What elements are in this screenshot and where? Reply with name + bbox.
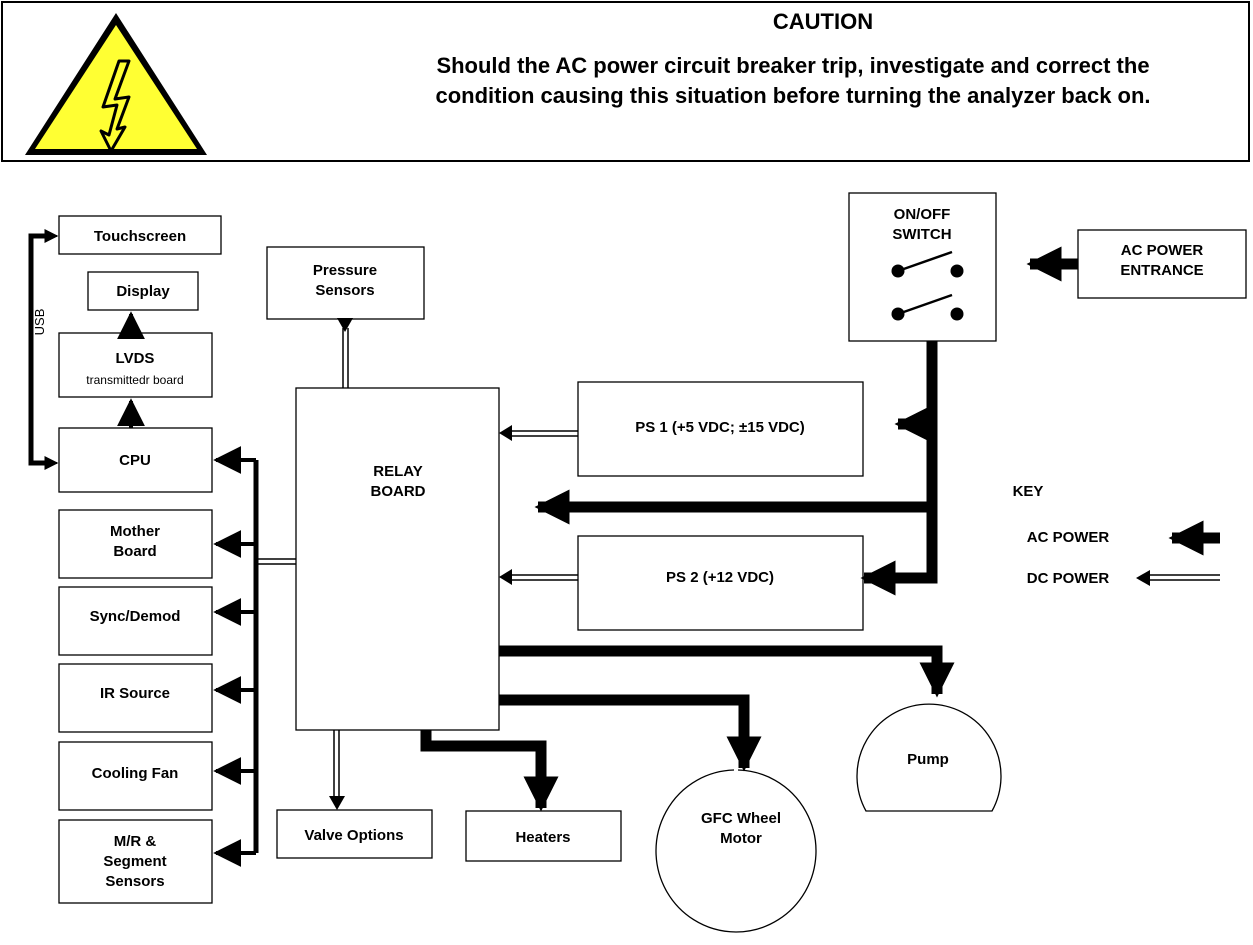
caution-message: Should the AC power circuit breaker trip… [333, 51, 1253, 111]
heaters-box [465, 810, 622, 862]
ps2-box [577, 535, 864, 631]
heaters-label: Heaters [515, 829, 570, 846]
pump-outline [856, 703, 1002, 812]
switch-box [848, 192, 997, 342]
touchscreen-box [58, 215, 222, 255]
ac-entrance-label-2: ENTRANCE [1120, 262, 1203, 279]
mother-board-label-2: Board [113, 543, 156, 560]
ac-entrance-box [1077, 229, 1247, 299]
switch-label-1: ON/OFF [894, 206, 951, 223]
caution-line-1: Should the AC power circuit breaker trip… [436, 53, 1150, 78]
caution-line-2: condition causing this situation before … [435, 83, 1151, 108]
relay-board-label-2: BOARD [371, 483, 426, 500]
sync-demod-label: Sync/Demod [90, 608, 181, 625]
relay-board-label-1: RELAY [373, 463, 422, 480]
pressure-sensors-label-2: Sensors [315, 282, 374, 299]
mother-board-label-1: Mother [110, 523, 160, 540]
gfc-motor-label-1: GFC Wheel [701, 810, 781, 827]
valve-options-label: Valve Options [304, 827, 403, 844]
relay-board-box [295, 387, 500, 731]
ps1-label: PS 1 (+5 VDC; ±15 VDC) [635, 419, 805, 436]
gfc-motor-outline [655, 769, 817, 933]
ac-to-pump [499, 645, 943, 668]
cpu-label: CPU [119, 452, 151, 469]
dc-arrow-ps1 [499, 425, 512, 441]
switch-label-2: SWITCH [892, 226, 951, 243]
display-label: Display [116, 283, 170, 300]
ac-entrance-label-1: AC POWER [1121, 242, 1204, 259]
caution-title: CAUTION [772, 9, 874, 34]
usb-label: USB [32, 309, 47, 336]
dc-arrow-pressure [337, 318, 353, 332]
ps1-box [577, 381, 864, 477]
lvds-box [58, 332, 213, 398]
pressure-sensors-box [266, 246, 425, 320]
key-dc-arrow [1136, 570, 1150, 586]
key-title: KEY [1013, 483, 1044, 500]
pump-label: Pump [907, 751, 949, 768]
touchscreen-label: Touchscreen [94, 228, 186, 245]
sync-demod-box [58, 586, 213, 656]
cooling-fan-box [58, 741, 213, 811]
mr-sensors-box [58, 819, 213, 904]
mother-board-box [58, 509, 213, 579]
key-ac-label: AC POWER [1027, 529, 1110, 546]
ac-trunk [898, 341, 938, 584]
ir-source-label: IR Source [100, 685, 170, 702]
mr-sensors-label-1: M/R & [114, 833, 157, 850]
ac-to-heaters [420, 730, 547, 760]
key-dc-label: DC POWER [1027, 570, 1110, 587]
cooling-fan-label: Cooling Fan [92, 765, 179, 782]
cpu-box [58, 427, 213, 493]
caution-banner: CAUTION Should the AC power circuit brea… [1, 1, 1250, 162]
usb-bus-line [28, 233, 52, 466]
ir-source-box [58, 663, 213, 733]
lvds-label: LVDS [116, 350, 155, 367]
pressure-sensors-label-1: Pressure [313, 262, 377, 279]
ps2-label: PS 2 (+12 VDC) [666, 569, 774, 586]
dc-arrow-ps2 [499, 569, 512, 585]
valve-options-box [276, 809, 433, 859]
mr-sensors-label-2: Segment [103, 853, 166, 870]
mr-sensors-label-3: Sensors [105, 873, 164, 890]
switch-contacts-icon [891, 250, 964, 321]
gfc-motor-label-2: Motor [720, 830, 762, 847]
ac-to-gfc [499, 694, 750, 725]
display-box [87, 271, 199, 311]
lvds-sublabel: transmittedr board [86, 373, 183, 387]
dc-arrow-valve [329, 796, 345, 810]
high-voltage-warning-icon [25, 13, 207, 155]
